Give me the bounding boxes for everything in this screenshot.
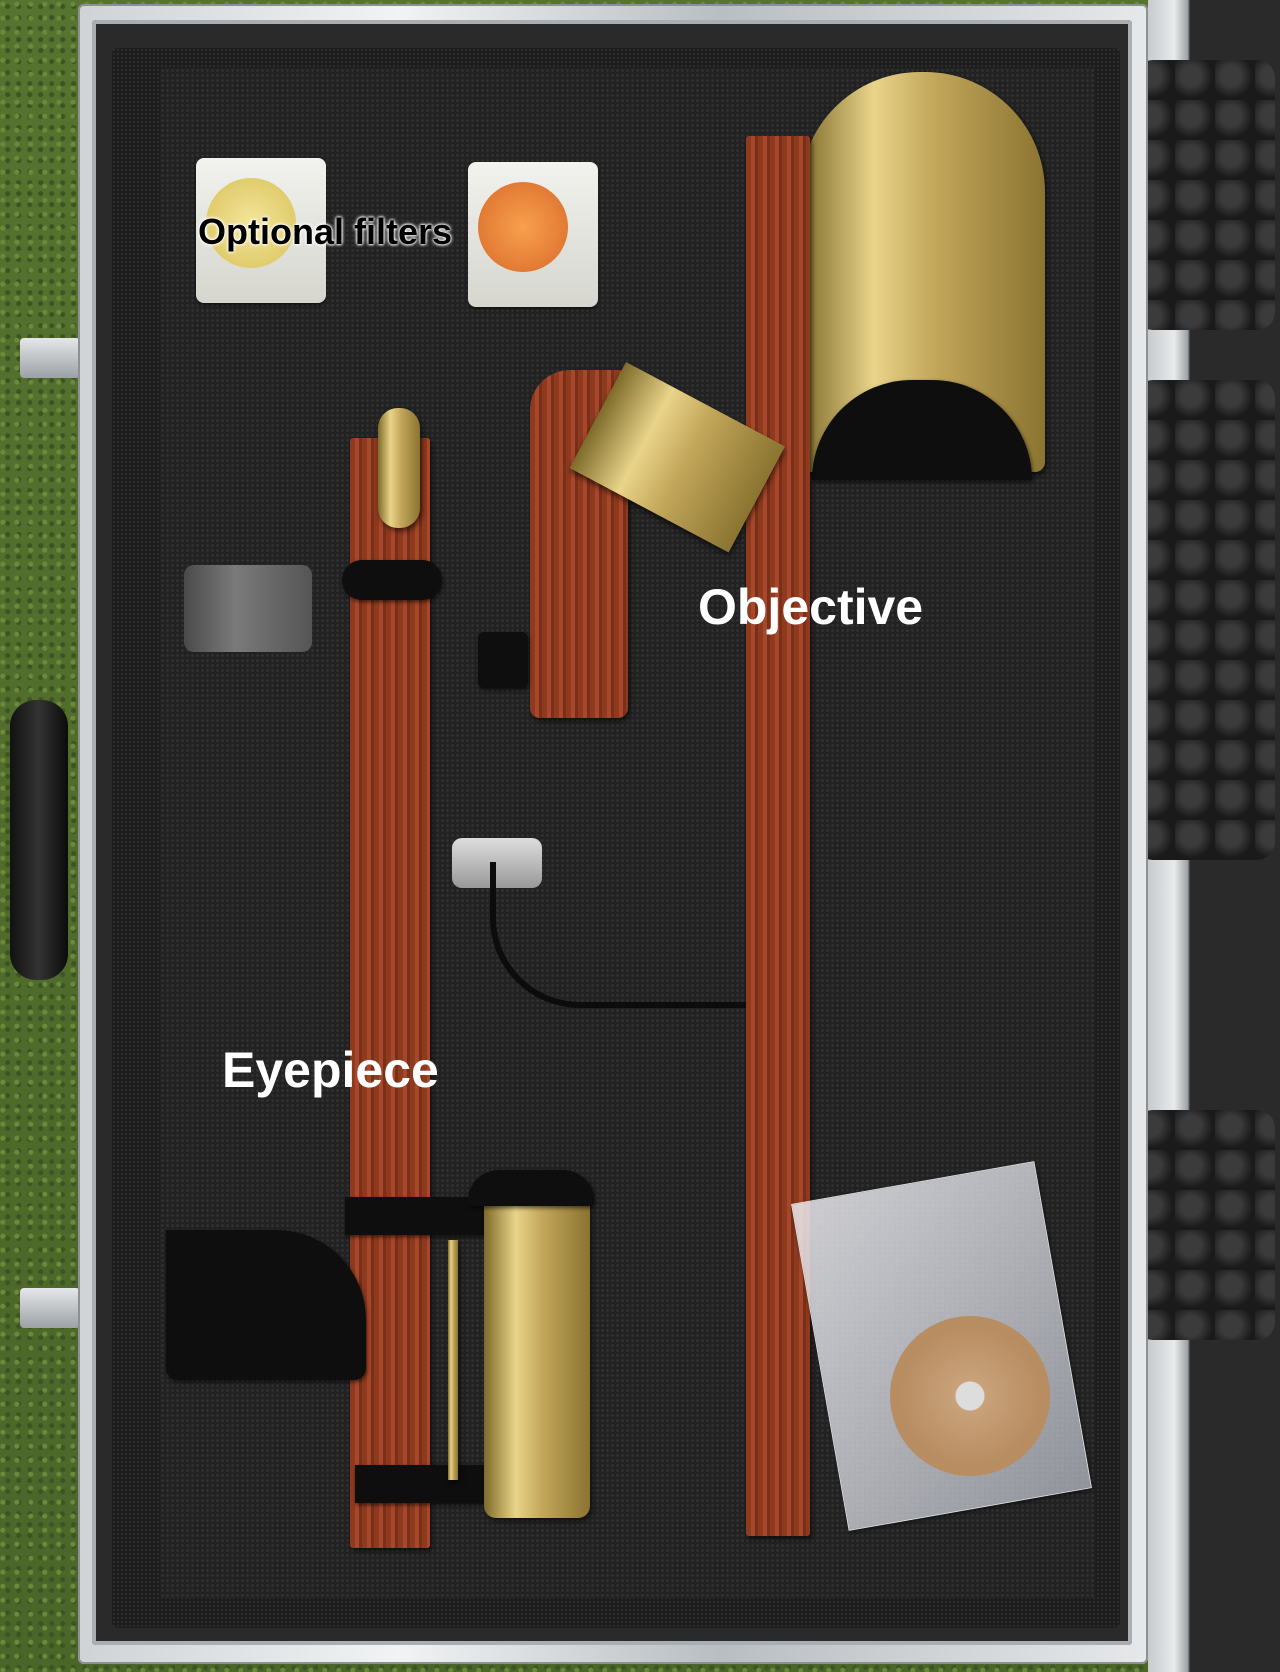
case-latch [20,1288,80,1328]
lid-foam [1135,1110,1275,1340]
cork-disc [890,1316,1050,1476]
filter-lens [478,182,568,272]
lid-foam [1135,380,1275,860]
objective-rail [746,136,810,1536]
mount-knob [478,632,528,688]
lamp-cable [490,862,746,1008]
filter-yellow [196,158,326,303]
eyepiece-hook [378,408,420,528]
case-latch [20,338,80,378]
eyepiece-label: Eyepiece [222,1042,439,1098]
lid-foam [1135,60,1275,330]
objective-label: Objective [698,579,924,635]
rail-clamp [342,560,442,600]
case-handle [10,700,68,980]
eyepiece-rail [350,438,430,1548]
filter-lens [206,178,296,268]
eyepiece-shade [166,1230,366,1380]
counterweight [184,565,312,652]
filters-label: Optional filters [198,211,453,252]
focus-screw [448,1240,458,1480]
filter-orange [468,162,598,307]
eyepiece-tube [484,1178,590,1518]
eyepiece-cap [468,1170,594,1206]
